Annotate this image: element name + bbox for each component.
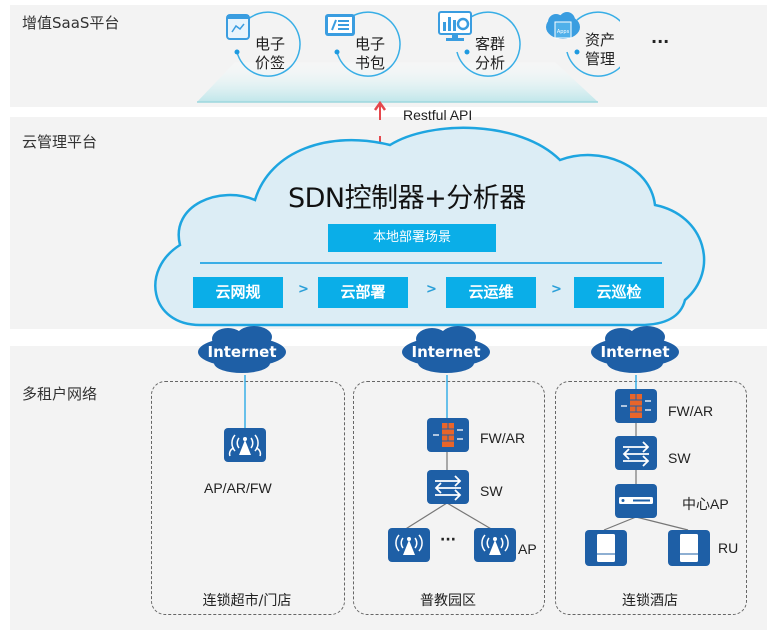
service-label-analytics: 客群分析 [474, 35, 505, 72]
sdn-controller-title: SDN控制器+分析器 [288, 183, 526, 214]
more-services-ellipsis: ··· [651, 32, 670, 51]
analytics-monitor-icon [438, 11, 472, 43]
device-label-ap-ar-fw: AP/AR/FW [204, 480, 272, 496]
switch-icon [427, 470, 469, 504]
device-label-ru: RU [718, 540, 739, 556]
step-chevron-2: > [426, 282, 437, 297]
device-label-fw-ar-hotel: FW/AR [668, 403, 714, 419]
price-tag-screen-icon [226, 14, 250, 40]
site-label-hotel: 连锁酒店 [622, 593, 678, 609]
step-cloud-deployment: 云部署 [318, 277, 408, 308]
site-box-hotel [555, 381, 747, 615]
firewall-icon [427, 418, 469, 452]
firewall-icon [615, 389, 657, 423]
apps-cloud-icon: Apps [545, 12, 581, 42]
ap-icon [388, 528, 430, 562]
cloud-divider [200, 262, 662, 264]
internet-clouds [198, 326, 679, 373]
device-label-sw-hotel: SW [668, 450, 691, 466]
tenant-layer-label: 多租户网络 [22, 385, 98, 403]
ap-ellipsis: ··· [440, 532, 456, 548]
service-label-price-tag: 电子价签 [254, 35, 285, 72]
device-label-sw-campus: SW [480, 483, 503, 499]
internet-label-3: Internet [600, 343, 670, 361]
central-ap-icon [615, 484, 657, 518]
site-box-supermarket [151, 381, 345, 615]
service-label-ebook: 电子书包 [354, 35, 385, 72]
internet-label-2: Internet [411, 343, 481, 361]
site-label-campus: 普教园区 [420, 593, 476, 609]
ap-icon [474, 528, 516, 562]
device-label-fw-ar-campus: FW/AR [480, 430, 526, 446]
saas-platform-base [197, 62, 598, 103]
svg-text:Apps: Apps [557, 29, 570, 35]
step-cloud-planning: 云网规 [193, 277, 283, 308]
step-cloud-operations: 云运维 [446, 277, 536, 308]
remote-unit-icon [668, 530, 710, 566]
site-label-supermarket: 连锁超市/门店 [202, 593, 292, 609]
device-label-ap-campus: AP [518, 541, 537, 557]
device-label-central-ap: 中心AP [682, 496, 729, 512]
saas-service-circles [234, 11, 620, 77]
internet-label-1: Internet [207, 343, 277, 361]
cloud-mgmt-layer-label: 云管理平台 [22, 133, 98, 151]
remote-unit-icon [585, 530, 627, 566]
step-cloud-inspection: 云巡检 [574, 277, 664, 308]
deployment-scenario-badge: 本地部署场景 [328, 224, 496, 252]
api-label: Restful API [403, 107, 473, 123]
step-chevron-1: > [298, 282, 309, 297]
switch-icon [615, 436, 657, 470]
ap-icon [224, 428, 266, 462]
ebook-document-icon [324, 13, 356, 37]
saas-layer-label: 增值SaaS平台 [22, 14, 120, 32]
step-chevron-3: > [551, 282, 562, 297]
site-box-campus [353, 381, 545, 615]
service-label-asset: 资产管理 [584, 31, 615, 68]
